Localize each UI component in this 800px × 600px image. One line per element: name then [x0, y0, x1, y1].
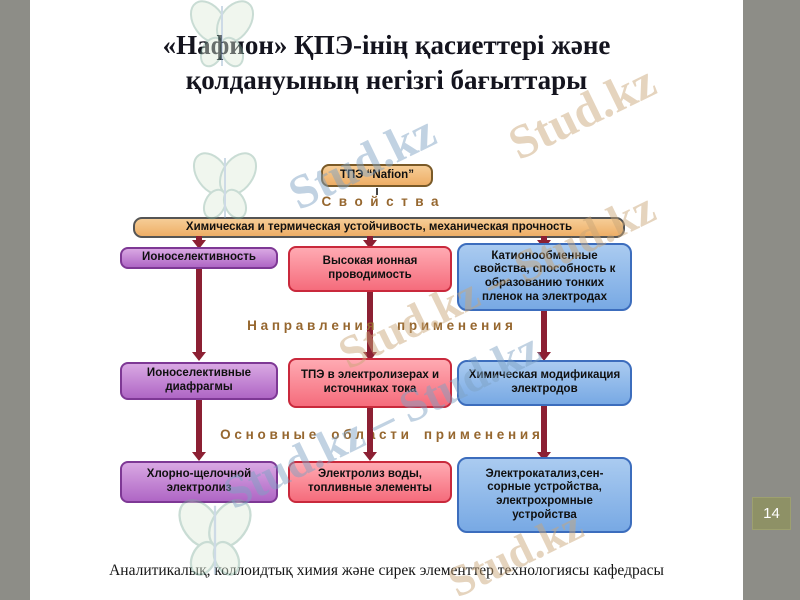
box-electrocatalysis-sensors: Электрокатализ,сен-сорные устройства, эл… [457, 457, 632, 533]
arrow-head [192, 452, 206, 461]
footer-caption: Аналитикалық, коллоидтық химия және сире… [109, 562, 664, 579]
slide-title-line2: қолдануының негізгі бағыттары [185, 65, 588, 96]
arrow-head [537, 352, 551, 361]
right-border-bar: 14 [743, 0, 800, 600]
box-chlor-alkali-electrolysis: Хлорно-щелочной электролиз [120, 461, 278, 503]
left-border-bar [0, 0, 30, 600]
page-number: 14 [752, 497, 791, 530]
arrow-head [363, 352, 377, 361]
down-arrow [192, 269, 206, 361]
down-arrow [363, 408, 377, 461]
properties-banner: Химическая и термическая устойчивость, м… [133, 217, 625, 238]
down-arrow [363, 292, 377, 361]
box-tpe-electrolyzers: ТПЭ в электролизерах и источниках тока [288, 358, 452, 408]
arrow-head [192, 352, 206, 361]
section-label-areas: О с н о в н ы е о б л а с т и п р и м е … [220, 427, 540, 442]
arrow-head [363, 240, 377, 249]
arrow-head [537, 452, 551, 461]
arrow-shaft [541, 236, 547, 241]
section-label-directions: Н а п р а в л е н и я п р и м е н е н и … [247, 318, 513, 333]
box-cation-exchange-properties: Катионообменные свойства, способность к … [457, 243, 632, 311]
arrow-head [363, 452, 377, 461]
slide-title-line1: «Нафион» ҚПЭ-інің қасиеттері және [162, 30, 611, 60]
box-ion-selectivity: Ионоселективность [120, 247, 278, 269]
arrow-head [192, 240, 206, 249]
connector-line [376, 188, 378, 195]
down-arrow [363, 236, 377, 249]
arrow-shaft [541, 406, 547, 453]
down-arrow [192, 236, 206, 249]
arrow-shaft [541, 311, 547, 353]
box-high-ionic-conductivity: Высокая ионная проводимость [288, 246, 452, 292]
arrow-shaft [196, 400, 202, 453]
down-arrow [192, 400, 206, 461]
arrow-shaft [196, 269, 202, 353]
root-box-tpe-nafion: ТПЭ “Nafion” [321, 164, 433, 187]
box-chemical-modification: Химическая модификация электродов [457, 360, 632, 406]
arrow-shaft [196, 236, 202, 241]
down-arrow [537, 311, 551, 361]
box-ion-selective-diaphragms: Ионоселективные диафрагмы [120, 362, 278, 400]
section-label-properties: С в о й с т в а [321, 194, 439, 209]
diagram: ТПЭ “Nafion” С в о й с т в а Химическая … [105, 150, 655, 560]
down-arrow [537, 406, 551, 461]
box-water-electrolysis-fuel-cells: Электролиз воды, топливные элементы [288, 461, 452, 503]
slide-title: «Нафион» ҚПЭ-інің қасиеттері және қолдан… [30, 28, 743, 98]
arrow-shaft [367, 236, 373, 241]
arrow-shaft [367, 408, 373, 453]
arrow-shaft [367, 292, 373, 353]
